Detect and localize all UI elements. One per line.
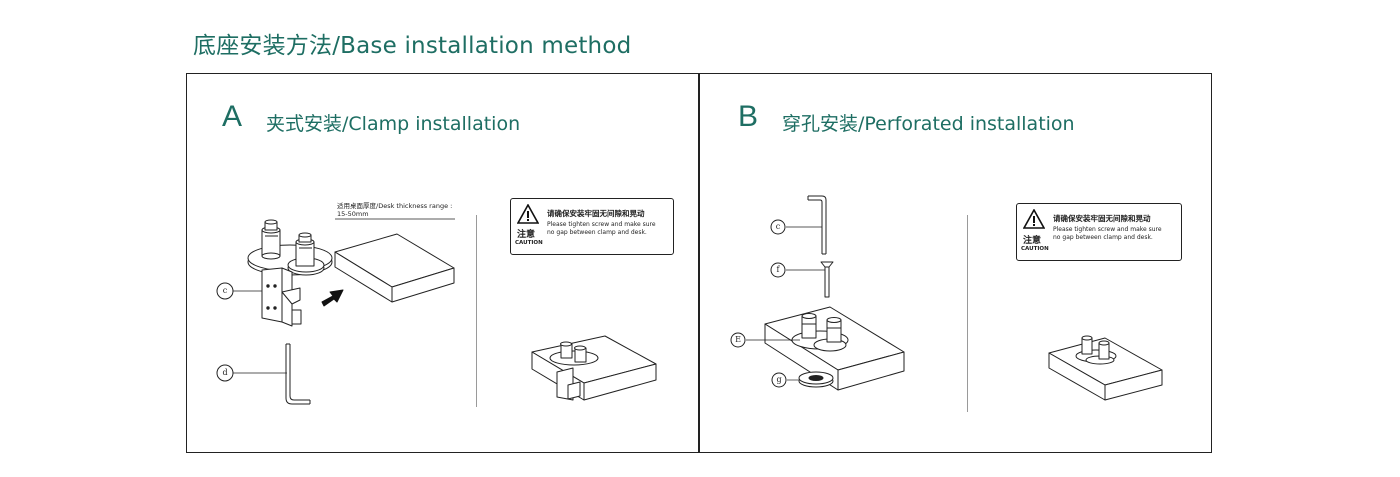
callout-d-label: d — [222, 368, 228, 377]
caution-en-label: CAUTION — [1021, 246, 1049, 252]
desk-thickness-range: 15-50mm — [337, 210, 369, 218]
base-mount-b — [791, 313, 849, 352]
caution-en-message-1: Please tighten screw and make sure — [547, 221, 656, 228]
bottom-plate-b — [798, 371, 834, 388]
caution-en-message-1: Please tighten screw and make sure — [1053, 226, 1162, 233]
callout-c-circle-b — [770, 219, 786, 235]
desk-block-a — [334, 233, 455, 303]
callout-g-circle — [771, 372, 787, 388]
caution-en-message-2: no gap between clamp and desk. — [547, 229, 647, 236]
base-mount-a — [247, 219, 333, 276]
section-b-step-divider — [967, 215, 968, 412]
caution-box-b: 注意 CAUTION 请确保安装牢固无间隙和晃动 Please tighten … — [1016, 203, 1182, 261]
allen-key-b — [807, 195, 827, 255]
section-b-title: 穿孔安装/Perforated installation — [782, 113, 1075, 135]
callout-e-label: E — [735, 335, 741, 344]
assembled-perforated-result — [1048, 335, 1163, 401]
caution-en-label: CAUTION — [515, 240, 543, 246]
assembled-clamp-result — [531, 335, 657, 401]
callout-c-circle-a — [216, 282, 234, 300]
callout-c-label-b: c — [775, 222, 781, 231]
section-a-letter: A — [222, 100, 243, 133]
allen-key-a — [285, 343, 311, 405]
caution-box-a: 注意 CAUTION 请确保安装牢固无间隙和晃动 Please tighten … — [510, 198, 674, 255]
section-b-letter: B — [738, 100, 759, 133]
callout-e-circle — [730, 332, 746, 348]
warning-icon — [1023, 209, 1045, 229]
section-a-step-divider — [476, 215, 477, 407]
caution-zh-label: 注意 — [517, 230, 536, 240]
callout-f-label: f — [776, 265, 780, 274]
caution-zh-message: 请确保安装牢固无间隙和晃动 — [547, 209, 645, 218]
screw-b — [820, 261, 834, 298]
warning-icon — [517, 204, 539, 224]
callout-g-label: g — [776, 375, 782, 384]
callout-d-circle — [216, 364, 234, 382]
page-title: 底座安装方法/Base installation method — [193, 33, 632, 59]
desk-thickness-label: 适用桌面厚度/Desk thickness range : 15-50mm — [337, 202, 452, 218]
section-a-title: 夹式安装/Clamp installation — [266, 113, 521, 135]
arrow-icon — [321, 289, 344, 307]
desk-thickness-text: 适用桌面厚度/Desk thickness range : — [337, 202, 453, 210]
section-divider — [698, 73, 700, 453]
caution-en-message-2: no gap between clamp and desk. — [1053, 234, 1153, 241]
caution-zh-label: 注意 — [1023, 236, 1042, 246]
caution-zh-message: 请确保安装牢固无间隙和晃动 — [1053, 214, 1151, 223]
callout-f-circle — [770, 262, 786, 278]
clamp-bracket-a — [261, 267, 302, 327]
callout-c-label-a: c — [222, 286, 228, 295]
